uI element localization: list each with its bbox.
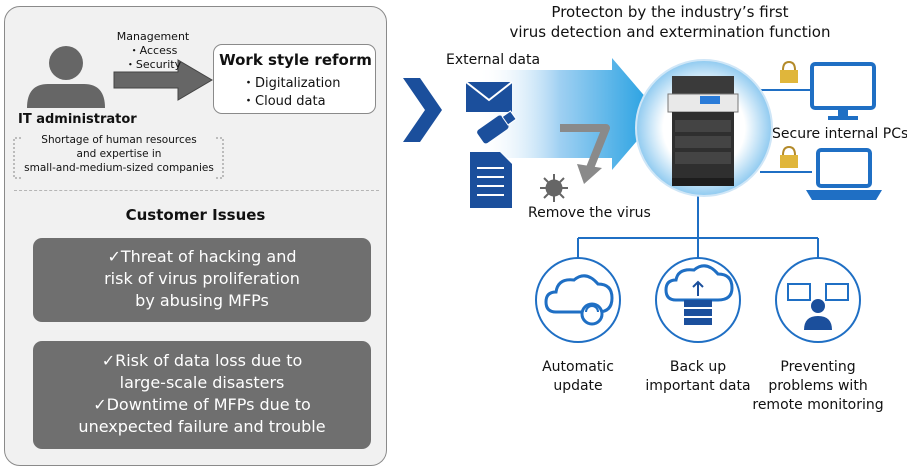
connection-lines xyxy=(577,89,819,258)
feature-line: Automatic xyxy=(542,359,614,375)
work-style-item-digitalization: ・Digitalization xyxy=(242,76,341,91)
usb-drive-icon xyxy=(477,110,517,144)
feature-label-monitoring: Preventing problems with remote monitori… xyxy=(748,358,888,415)
lock-icon xyxy=(780,60,798,83)
management-item-security: ・Security xyxy=(124,58,182,71)
issue-line: large-scale disasters xyxy=(119,373,285,392)
shortage-text: Shortage of human resources and expertis… xyxy=(14,133,224,175)
feature-label-update: Automatic update xyxy=(518,358,638,396)
cloud-sync-icon xyxy=(535,257,621,343)
title-line: virus detection and extermination functi… xyxy=(509,23,831,41)
shortage-line: and expertise in xyxy=(76,148,162,160)
panel-divider xyxy=(14,190,379,191)
work-style-item-cloud: ・Cloud data xyxy=(242,94,326,109)
secure-pcs-label: Secure internal PCs xyxy=(772,126,907,142)
management-label: Management ・Access ・Security xyxy=(98,30,208,72)
lock-icon xyxy=(780,145,798,168)
document-icon xyxy=(470,152,512,208)
management-title: Management xyxy=(116,30,190,43)
issue-line: ✓Threat of hacking and xyxy=(107,247,297,266)
it-admin-label: IT administrator xyxy=(18,112,137,127)
feature-line: update xyxy=(553,378,603,394)
issue-box-hacking: ✓Threat of hacking and risk of virus pro… xyxy=(33,238,371,322)
work-style-box: Work style reform ・Digitalization ・Cloud… xyxy=(213,44,376,114)
envelope-icon xyxy=(465,81,513,112)
shortage-line: Shortage of human resources xyxy=(41,134,197,146)
remote-monitoring-icon xyxy=(775,257,861,343)
issue-line: ✓Downtime of MFPs due to xyxy=(93,395,311,414)
external-data-label: External data xyxy=(446,52,541,68)
remove-virus-label: Remove the virus xyxy=(528,205,651,221)
virus-icon xyxy=(540,174,568,202)
cloud-server-icon xyxy=(655,257,741,343)
feature-line: remote monitoring xyxy=(752,397,884,413)
remove-virus-arrow xyxy=(560,124,610,184)
customer-issues-title: Customer Issues xyxy=(125,206,266,224)
feature-label-backup: Back up important data xyxy=(632,358,764,396)
issue-line: unexpected failure and trouble xyxy=(78,417,326,436)
laptop-icon xyxy=(806,148,882,200)
issue-line: risk of virus proliferation xyxy=(104,269,300,288)
desktop-monitor-icon xyxy=(810,62,876,120)
feature-line: Back up xyxy=(669,359,727,375)
printer-icon xyxy=(667,76,739,186)
issue-line: ✓Risk of data loss due to xyxy=(101,351,303,370)
issue-box-data-loss: ✓Risk of data loss due to large-scale di… xyxy=(33,341,371,449)
data-flow-arrow xyxy=(478,58,660,170)
right-arrow-icon xyxy=(113,59,213,101)
issue-line: by abusing MFPs xyxy=(135,291,269,310)
person-icon xyxy=(27,46,105,108)
feature-line: problems with xyxy=(768,378,868,394)
feature-line: important data xyxy=(645,378,751,394)
feature-line: Preventing xyxy=(780,359,856,375)
right-title: Protecton by the industry’s first virus … xyxy=(470,2,870,42)
work-style-title: Work style reform xyxy=(219,51,372,69)
chevron-right-icon xyxy=(403,78,442,142)
title-line: Protecton by the industry’s first xyxy=(551,3,789,21)
management-item-access: ・Access xyxy=(128,44,178,57)
shortage-line: small-and-medium-sized companies xyxy=(24,162,214,174)
